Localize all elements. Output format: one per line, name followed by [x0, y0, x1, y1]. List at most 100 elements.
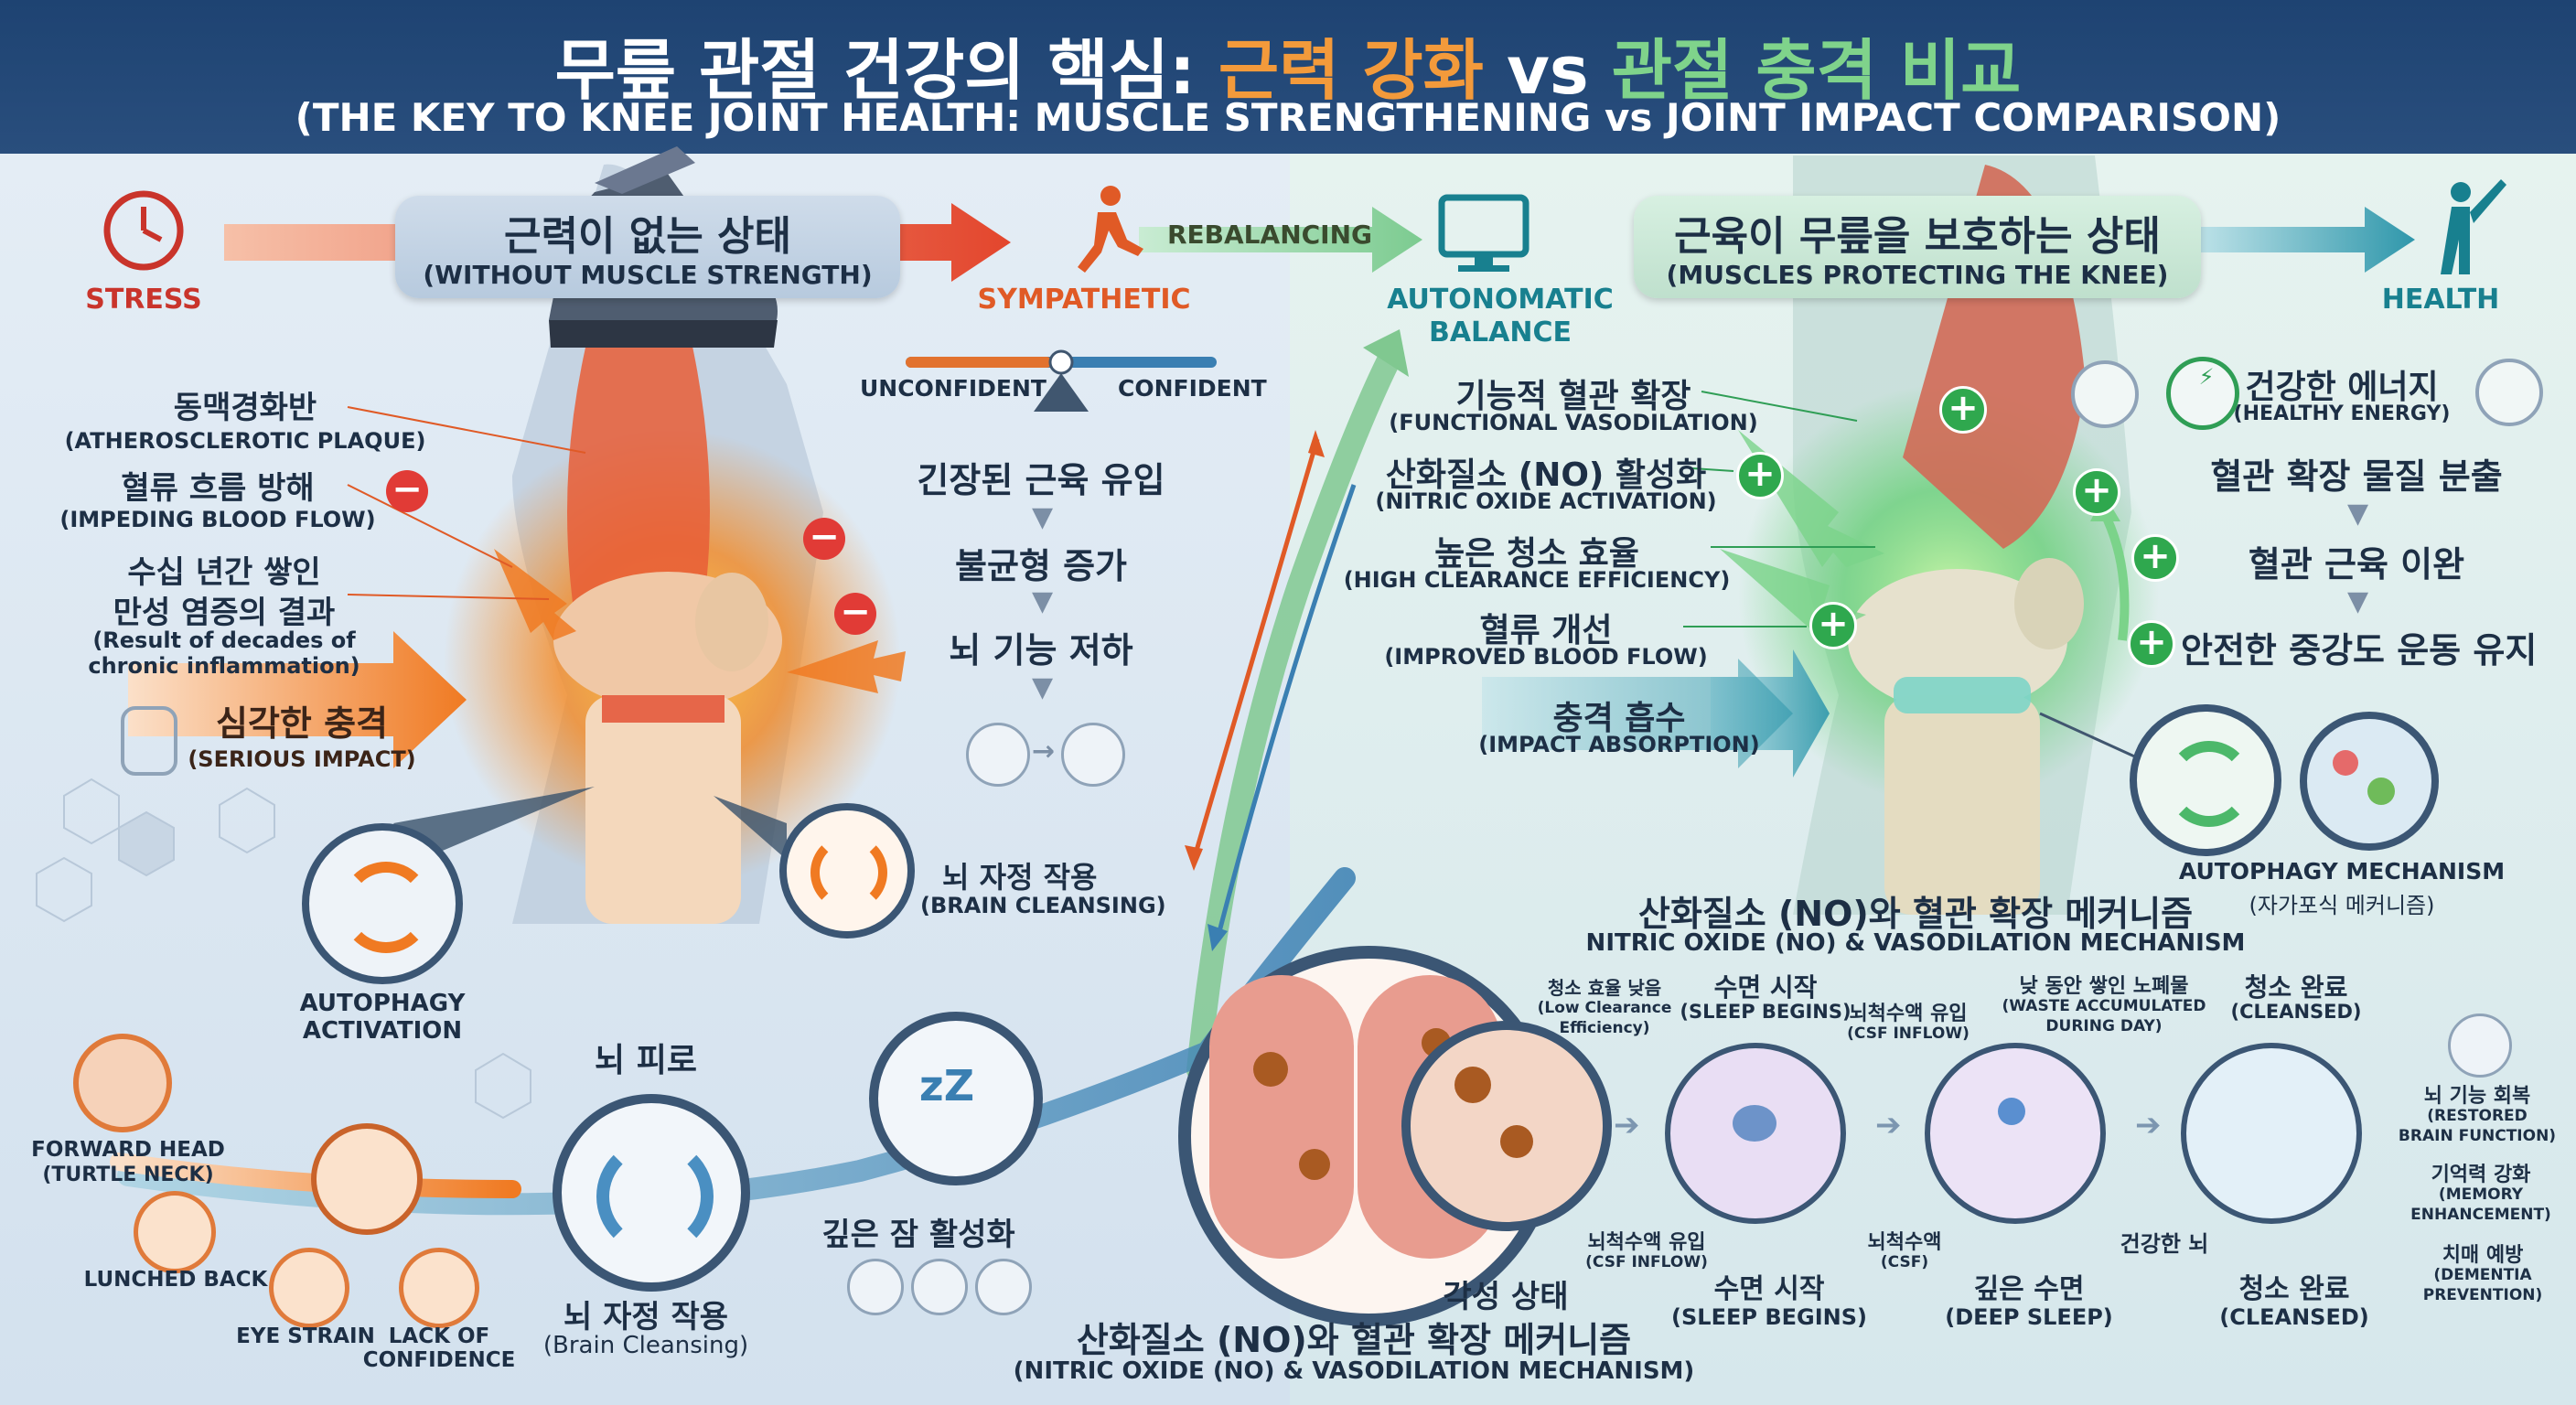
plaque-label-en: (ATHEROSCLEROTIC PLAQUE) — [64, 428, 426, 454]
lack-confidence-icon — [399, 1248, 479, 1328]
csf-inflow-bottom-label: 뇌척수액 유입 — [1587, 1231, 1706, 1254]
plus-icon: + — [1736, 452, 1784, 499]
serious-impact-label: 심각한 충격 — [215, 703, 389, 744]
stretching-person-icon — [2441, 179, 2506, 274]
arrow-right-icon: → — [1032, 735, 1056, 767]
running-person-icon — [311, 1123, 423, 1235]
waste-accumulated-label-en-2: DURING DAY) — [2045, 1017, 2163, 1035]
autophagy-cell-circle — [2300, 712, 2439, 851]
no-activation-label-en: (NITRIC OXIDE ACTIVATION) — [1375, 488, 1717, 514]
inflammation-label-1: 수십 년간 쌓인 — [127, 554, 321, 591]
csf-blob — [1998, 1098, 2025, 1125]
down-arrow-icon: ▼ — [2347, 498, 2369, 530]
lightning-icon — [2166, 357, 2239, 430]
header-bar — [0, 0, 2576, 154]
without-muscle-banner — [395, 196, 900, 298]
health-label: HEALTH — [2381, 284, 2500, 316]
autophagy-activation-1: AUTOPHAGY — [299, 990, 466, 1017]
sleep-begins-label-en: (SLEEP BEGINS) — [1680, 1001, 1852, 1023]
impeding-flow-label-en: (IMPEDING BLOOD FLOW) — [59, 507, 376, 532]
impact-absorption-label-en: (IMPACT ABSORPTION) — [1478, 732, 1760, 757]
sleep-zz-icon: zZ — [918, 1061, 975, 1110]
clock-icon — [2071, 360, 2139, 428]
inflammation-label-2: 만성 염증의 결과 — [113, 595, 336, 631]
csf-inflow-label-en: (CSF INFLOW) — [1847, 1024, 1970, 1043]
head-icon — [975, 1259, 1032, 1315]
rebalancing-label: REBALANCING — [1166, 220, 1373, 250]
confident-label: CONFIDENT — [1118, 375, 1267, 402]
csf-blob — [1733, 1105, 1776, 1142]
hunched-back-icon — [134, 1191, 216, 1273]
waste-accumulated-label: 낮 동안 쌓인 노폐물 — [2019, 975, 2189, 998]
without-muscle-subtitle: (WITHOUT MUSCLE STRENGTH) — [423, 260, 873, 290]
dementia-label-en-1: (DEMENTIA — [2433, 1266, 2532, 1284]
plus-icon: + — [2131, 534, 2179, 582]
csf-label: 뇌척수액 — [1867, 1231, 1942, 1254]
autonomatic-balance-line2: BALANCE — [1428, 316, 1572, 349]
plus-icon: + — [2128, 620, 2175, 668]
healthy-brain-label: 건강한 뇌 — [2120, 1231, 2209, 1257]
awake-state-label: 각성 상태 — [1443, 1279, 1569, 1315]
arrow-right-icon: ➔ — [1614, 1107, 1640, 1143]
low-clearance-label-en-1: (Low Clearance — [1537, 999, 1672, 1017]
hexagon-pattern — [36, 778, 531, 1120]
lunched-back-label: LUNCHED BACK — [83, 1268, 268, 1292]
running-person-icon — [1078, 186, 1143, 273]
rebalancing-arrow — [1139, 207, 1422, 273]
cell-organelle — [2367, 778, 2395, 805]
down-arrow-icon: ▼ — [1032, 501, 1054, 533]
inflammation-label-en-2: chronic inflammation) — [88, 653, 360, 679]
autonomatic-balance-line1: AUTONOMATIC — [1387, 284, 1614, 316]
lightning-glyph: ⚡ — [2198, 364, 2215, 390]
health-arrow — [2195, 207, 2415, 273]
muscles-protecting-banner — [1634, 196, 2201, 298]
restore-function-label: 뇌 기능 회복 — [2423, 1085, 2531, 1108]
forward-head-label-2: (TURTLE NECK) — [42, 1164, 214, 1186]
low-clearance-label: 청소 효율 낮음 — [1547, 977, 1662, 999]
brain-hemisphere-left — [1209, 975, 1354, 1259]
no-activation-label: 산화질소 (NO) 활성화 — [1385, 456, 1707, 494]
deep-sleep-bottom-label: 깊은 수면 — [1973, 1273, 2085, 1305]
forward-head-label-1: FORWARD HEAD — [31, 1138, 225, 1162]
impact-arrow-right — [787, 640, 906, 693]
csf-inflow-bottom-label-en: (CSF INFLOW) — [1585, 1253, 1708, 1271]
cleansed-bottom-label-en: (CLEANSED) — [2219, 1304, 2369, 1330]
recycle-icon — [2166, 741, 2252, 827]
title-part-2: 근력 강화 — [1218, 32, 1484, 109]
clearance-label: 높은 청소 효율 — [1434, 535, 1639, 573]
memory-label-en-1: (MEMORY — [2438, 1185, 2524, 1204]
healthy-energy-label: 건강한 에너지 — [2245, 369, 2439, 406]
restore-function-label-en-2: BRAIN FUNCTION) — [2398, 1127, 2557, 1145]
bottom-brain-cleansing-en: (Brain Cleansing) — [542, 1332, 749, 1359]
right-knee-illustration — [1738, 156, 2159, 915]
memory-label: 기억력 강화 — [2431, 1164, 2531, 1186]
recycle-icon — [810, 834, 887, 911]
autophagy-activation-2: ACTIVATION — [302, 1017, 463, 1045]
vasodilation-label-en: (FUNCTIONAL VASODILATION) — [1389, 410, 1758, 435]
without-muscle-title: 근력이 없는 상태 — [504, 213, 791, 260]
impact-arrow-left — [494, 549, 576, 640]
restore-function-label-en-1: (RESTORED — [2427, 1107, 2528, 1125]
cleansed-circle — [2181, 1043, 2362, 1224]
plaque-cluster — [1253, 1052, 1288, 1087]
clock-icon — [103, 190, 184, 271]
clearance-label-en: (HIGH CLEARANCE EFFICIENCY) — [1343, 567, 1731, 593]
minus-icon: − — [803, 518, 845, 560]
brain-fatigue-label: 뇌 피로 — [595, 1042, 697, 1079]
sleep-begins-bottom-label-en: (SLEEP BEGINS) — [1671, 1304, 1867, 1330]
eye-strain-label: EYE STRAIN — [236, 1325, 375, 1348]
monitor-icon — [1438, 194, 1530, 272]
plaque-label: 동맥경화반 — [173, 390, 317, 426]
chain-vasodilator-release: 혈관 확장 물질 분출 — [2210, 456, 2503, 497]
bottom-mechanism-title-en: (NITRIC OXIDE (NO) & VASODILATION MECHAN… — [1013, 1357, 1695, 1385]
brain-cleansing-label-en: (BRAIN CLEANSING) — [920, 893, 1166, 918]
brain-icon — [966, 723, 1030, 787]
memory-label-en-2: ENHANCEMENT) — [2410, 1206, 2551, 1224]
mechanism-title: 산화질소 (NO)와 혈관 확장 메커니즘 — [1637, 894, 2194, 934]
stress-label: STRESS — [85, 284, 202, 316]
deep-sleep-bottom-label-en: (DEEP SLEEP) — [1945, 1304, 2113, 1330]
csf-inflow-label: 뇌척수액 유입 — [1849, 1003, 1968, 1025]
impeding-flow-label: 혈류 흐름 방해 — [121, 470, 315, 507]
title-part-4: 관절 충격 비교 — [1611, 32, 2022, 109]
